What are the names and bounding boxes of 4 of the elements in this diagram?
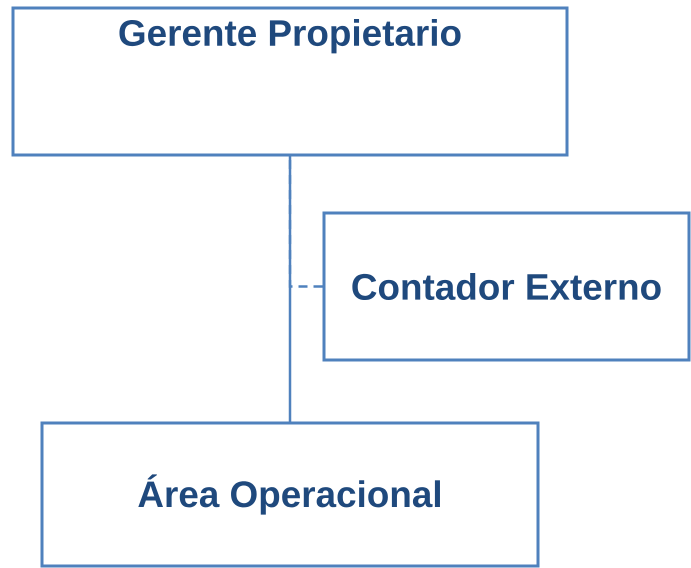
connector-line: [288, 156, 292, 422]
org-box: Área Operacional: [40, 422, 540, 568]
org-box: Contador Externo: [322, 212, 690, 362]
org-box: Gerente Propietario: [12, 6, 568, 156]
